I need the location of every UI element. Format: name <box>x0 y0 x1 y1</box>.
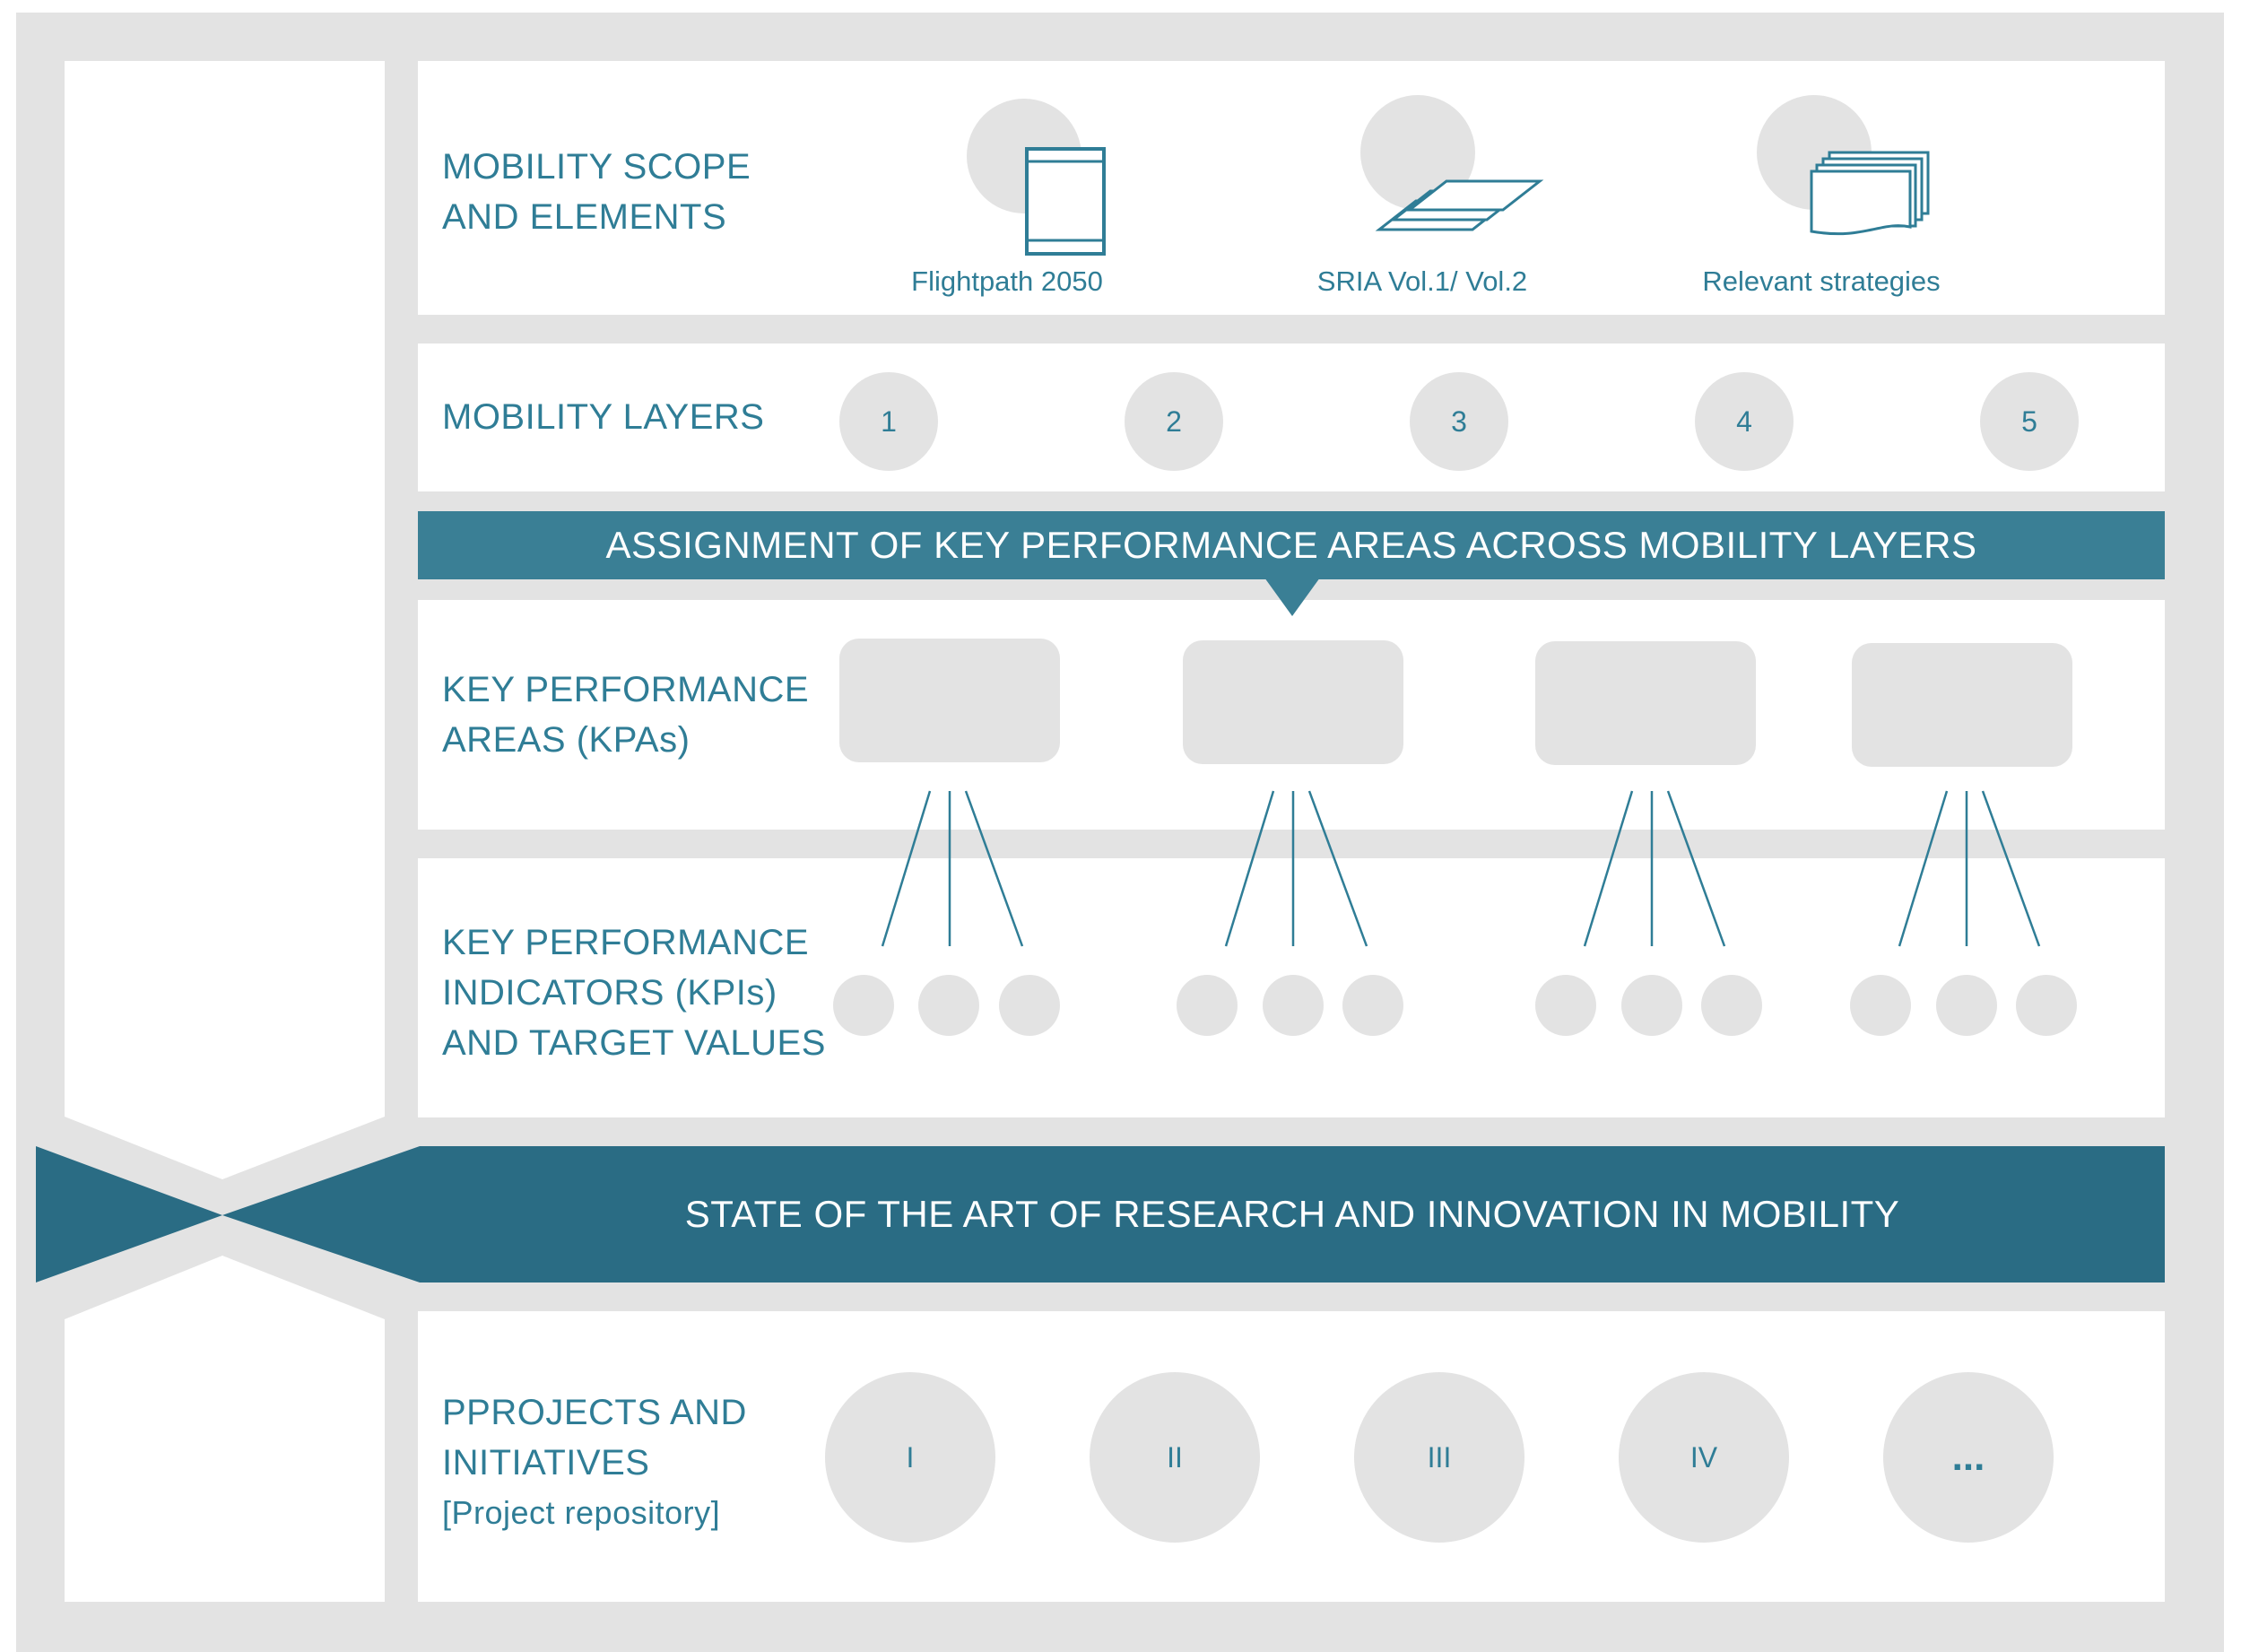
scope-label-line1: MOBILITY SCOPE <box>442 147 751 187</box>
kpi-dot <box>1850 975 1911 1036</box>
state-band-text: STATE OF THE ART OF RESEARCH AND INNOVAT… <box>684 1193 1900 1235</box>
kpa-panel: KEY PERFORMANCE AREAS (KPAs) <box>418 600 2165 830</box>
projects-label-line1: PPROJECTS AND <box>442 1393 747 1432</box>
layers-panel: MOBILITY LAYERS 1 2 3 4 5 <box>418 343 2165 491</box>
kpi-dot <box>1621 975 1682 1036</box>
kpa-label: KEY PERFORMANCE AREAS (KPAs) <box>442 665 809 765</box>
connector-line <box>1307 790 1368 947</box>
project-circle-more: ... <box>1883 1372 2054 1543</box>
down-arrow-icon <box>1264 578 1320 616</box>
layer-circle-3: 3 <box>1410 372 1508 471</box>
kpi-dot <box>1342 975 1403 1036</box>
kpi-dot <box>918 975 979 1036</box>
layers-label: MOBILITY LAYERS <box>442 397 765 437</box>
kpi-dot <box>1263 975 1324 1036</box>
scope-doc-caption: Relevant strategies <box>1702 265 1941 297</box>
kpi-dot <box>1936 975 1997 1036</box>
scope-doc-caption: Flightpath 2050 <box>911 265 1103 297</box>
scope-label-line2: AND ELEMENTS <box>442 197 727 237</box>
project-circle: II <box>1090 1372 1260 1543</box>
projects-label: PPROJECTS AND INITIATIVES [Project repos… <box>442 1387 747 1538</box>
left-column-upper <box>65 61 385 1179</box>
layer-circle-2: 2 <box>1125 372 1223 471</box>
connector-line <box>1666 790 1726 947</box>
kpa-box <box>1535 641 1756 765</box>
connector-line <box>881 790 932 947</box>
project-circle: IV <box>1619 1372 1789 1543</box>
scope-label: MOBILITY SCOPE AND ELEMENTS <box>442 142 751 242</box>
scope-panel: MOBILITY SCOPE AND ELEMENTS Flightpath 2… <box>418 61 2165 315</box>
projects-label-line2: INITIATIVES <box>442 1443 650 1482</box>
state-band <box>36 1146 2165 1282</box>
kpi-label-line3: AND TARGET VALUES <box>442 1023 826 1063</box>
layer-circle-1: 1 <box>839 372 938 471</box>
kpa-label-line2: AREAS (KPAs) <box>442 720 691 760</box>
project-circle: III <box>1354 1372 1524 1543</box>
connector-line <box>1981 790 2041 947</box>
document-stack-icon <box>1810 151 1930 236</box>
kpi-label: KEY PERFORMANCE INDICATORS (KPIs) AND TA… <box>442 917 826 1068</box>
kpi-label-line2: INDICATORS (KPIs) <box>442 973 777 1013</box>
layer-circle-4: 4 <box>1695 372 1794 471</box>
connector-line <box>1583 790 1634 947</box>
kpa-box <box>839 639 1060 762</box>
kpi-dot <box>1701 975 1762 1036</box>
kpi-dot <box>999 975 1060 1036</box>
kpi-label-line1: KEY PERFORMANCE <box>442 923 810 962</box>
connector-line <box>964 790 1024 947</box>
left-column-lower <box>65 1256 385 1602</box>
assignment-band: ASSIGNMENT OF KEY PERFORMANCE AREAS ACRO… <box>418 511 2165 579</box>
project-circle: I <box>825 1372 995 1543</box>
kpi-dot <box>1177 975 1238 1036</box>
document-icon <box>1025 147 1106 256</box>
kpi-dot <box>1535 975 1596 1036</box>
stacked-sheets-icon <box>1375 179 1544 231</box>
scope-doc-caption: SRIA Vol.1/ Vol.2 <box>1316 265 1528 297</box>
projects-label-sub: [Project repository] <box>442 1494 721 1531</box>
layer-circle-5: 5 <box>1980 372 2079 471</box>
kpa-box <box>1852 643 2072 767</box>
connector-line <box>1898 790 1949 947</box>
kpi-dot <box>833 975 894 1036</box>
projects-panel: PPROJECTS AND INITIATIVES [Project repos… <box>418 1311 2165 1602</box>
connector-line <box>1224 790 1275 947</box>
kpi-dot <box>2016 975 2077 1036</box>
kpa-label-line1: KEY PERFORMANCE <box>442 670 810 709</box>
kpa-box <box>1183 640 1403 764</box>
